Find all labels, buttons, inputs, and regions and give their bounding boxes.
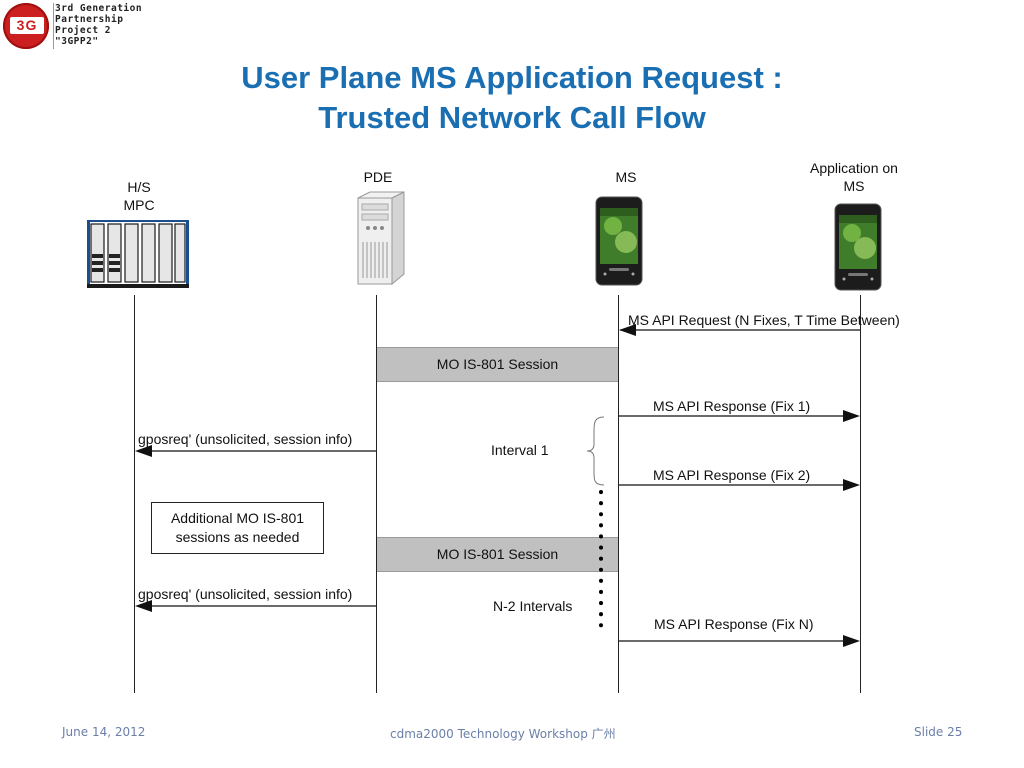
- logo-text: 3rd Generation Partnership Project 2 "3G…: [55, 3, 142, 47]
- slide-title-line-1: User Plane MS Application Request :: [241, 60, 783, 95]
- smartphone-icon: [595, 196, 643, 286]
- logo-line: 3rd Generation: [55, 3, 143, 14]
- app-lifeline: [860, 295, 861, 693]
- arrowhead: [135, 600, 152, 612]
- note-box: Additional MO IS-801 sessions as needed: [151, 502, 324, 554]
- hs-mpc-label: H/S MPC: [99, 178, 179, 214]
- smartphone-icon: [834, 203, 882, 291]
- logo-line: Project 2: [55, 25, 111, 36]
- footer-date: June 14, 2012: [62, 725, 146, 739]
- arrowhead: [843, 635, 860, 647]
- footer-center: cdma2000 Technology Workshop 广州: [390, 727, 616, 741]
- ms-lifeline: [618, 295, 619, 693]
- app-on-ms-label-line-1: Application on: [810, 160, 898, 176]
- ms-label: MS: [615, 169, 637, 185]
- slide-title: User Plane MS Application Request : Trus…: [0, 58, 1024, 138]
- n2-intervals-label: N-2 Intervals: [493, 598, 573, 614]
- pde-lifeline: [376, 295, 377, 693]
- tower-computer-icon: [357, 191, 405, 286]
- logo-line: Partnership: [55, 14, 124, 25]
- logo-divider: [53, 3, 54, 49]
- interval-brace: [586, 416, 605, 486]
- response-fixn-label: MS API Response (Fix N): [654, 616, 814, 632]
- arrowhead: [135, 445, 152, 457]
- logo-line: "3GPP2": [55, 36, 99, 47]
- logo: 3G 3rd Generation Partnership Project 2 …: [3, 3, 161, 49]
- app-on-ms-label-line-2: MS: [843, 178, 865, 194]
- interval1-label: Interval 1: [491, 442, 549, 458]
- response-fix1-label: MS API Response (Fix 1): [653, 398, 811, 414]
- pde-label: PDE: [363, 169, 393, 185]
- note-line-1: Additional MO IS-801: [170, 510, 305, 526]
- logo-badge: 3G: [10, 17, 44, 34]
- gposreq2-label: gposreq' (unsolicited, session info): [138, 586, 353, 602]
- note-line-2: sessions as needed: [175, 529, 300, 545]
- response-fix2-label: MS API Response (Fix 2): [653, 467, 811, 483]
- session-bar: MO IS-801 Session: [377, 347, 618, 382]
- logo-circle: 3G: [3, 3, 49, 49]
- hs-mpc-label-line-2: MPC: [123, 197, 155, 213]
- footer-slide-number: Slide 25: [914, 725, 963, 739]
- api-request-label: MS API Request (N Fixes, T Time Between): [628, 312, 900, 328]
- arrowhead: [619, 324, 636, 336]
- arrowhead: [843, 410, 860, 422]
- hs-mpc-lifeline: [134, 295, 135, 693]
- arrowhead: [843, 479, 860, 491]
- hs-mpc-label-line-1: H/S: [127, 179, 151, 195]
- server-rack-icon: [87, 220, 189, 288]
- app-on-ms-label: Application on MS: [784, 159, 924, 195]
- gposreq1-label: gposreq' (unsolicited, session info): [138, 431, 353, 447]
- session-bar: MO IS-801 Session: [377, 537, 618, 572]
- slide-title-line-2: Trusted Network Call Flow: [318, 100, 706, 135]
